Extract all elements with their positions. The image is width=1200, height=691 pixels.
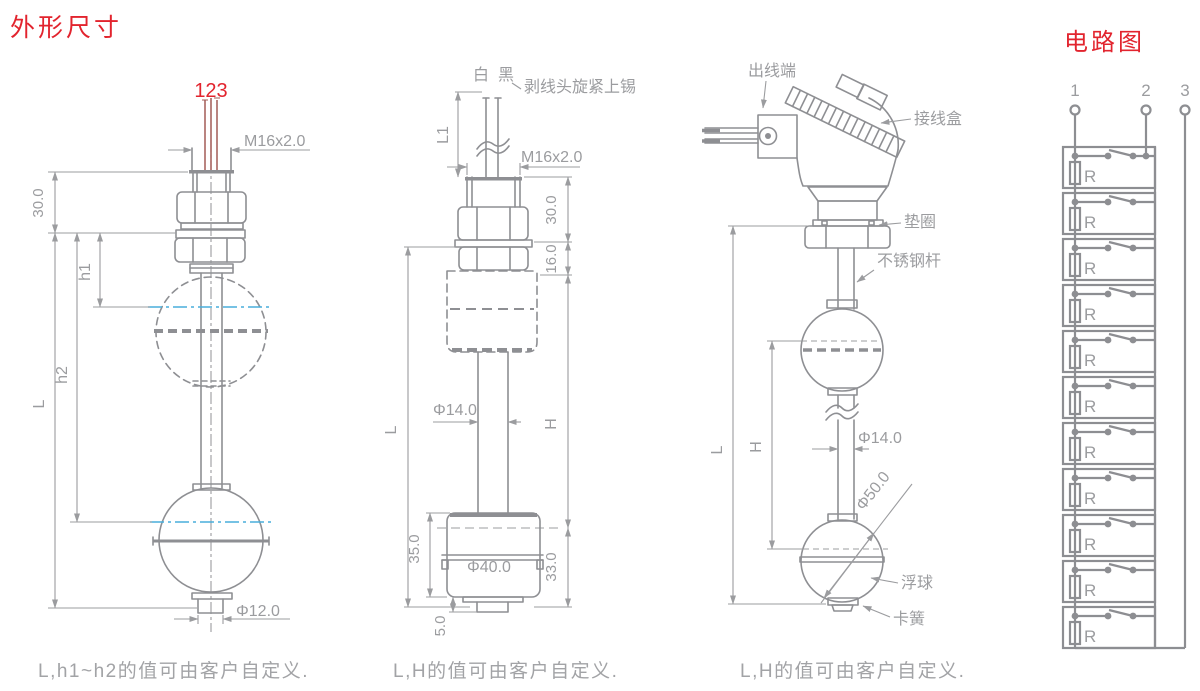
- dim-33-label: 33.0: [543, 552, 560, 581]
- float-ball-upper: [800, 299, 884, 396]
- terminal-2-node: [1140, 104, 1152, 116]
- thread-size-label: M16x2.0: [521, 149, 582, 166]
- circuit-diagram: 1 2 3: [1061, 81, 1191, 650]
- washer: [812, 219, 884, 227]
- junction-box-head: [784, 73, 906, 221]
- outlet-leader: [760, 80, 767, 109]
- drawing-junction-box-float-switch: 出线端 接线盒: [702, 62, 962, 628]
- float-cylinder-upper-dashed: [446, 270, 538, 353]
- stainless-rod-upper: [837, 247, 855, 310]
- stainless-rod-lower: [837, 394, 855, 520]
- dim-L: L: [383, 246, 470, 608]
- hex-nut-upper: [457, 206, 529, 241]
- terminal-3-node: [1179, 104, 1191, 116]
- dim-thread: M16x2.0: [447, 149, 582, 175]
- hex-nut: [804, 225, 891, 249]
- thread-gland: [465, 176, 522, 208]
- hex-nut-upper: [176, 191, 247, 230]
- float-ball-lower: [152, 483, 270, 593]
- dim-35-label: 35.0: [406, 534, 423, 563]
- terminal-3-label: 3: [1180, 81, 1189, 100]
- dim-tip-diameter: Φ12.0: [174, 603, 290, 624]
- dim-right-stack: 30.0 16.0 H 33.0: [524, 176, 572, 608]
- stem-rod: [477, 351, 509, 514]
- dim-phi40-label: Φ40.0: [467, 559, 511, 576]
- dim-30-label: 30.0: [30, 188, 47, 217]
- wire-black-label: 黑: [498, 67, 514, 84]
- dim-H-label: H: [748, 441, 765, 453]
- dim-left-stack: 30.0 L h2 h1: [30, 171, 197, 609]
- rod-leader: [856, 269, 875, 283]
- dim-phi14-label: Φ14.0: [433, 402, 477, 419]
- clip-leader: [862, 605, 891, 618]
- dim-h2-label: h2: [54, 366, 71, 384]
- caption-drawing3: L,H的值可由客户自定义.: [740, 661, 966, 682]
- wire-note-leader: [511, 82, 522, 90]
- dim-tip: 5.0: [432, 596, 477, 637]
- terminal-1-node: [1069, 104, 1081, 116]
- dim-rod-diameter: Φ14.0: [433, 402, 521, 425]
- dim-L-label: L: [31, 399, 48, 408]
- dim-float-diameter: Φ50.0: [820, 469, 913, 604]
- bottom-stub: [462, 596, 524, 613]
- thread-size-label: M16x2.0: [244, 133, 305, 150]
- circuit-title: 电路图: [1064, 29, 1145, 56]
- lead-wires: [202, 97, 220, 172]
- float-ball-upper-dashed: [154, 276, 268, 388]
- reed-switch-blocks: [1061, 145, 1157, 650]
- rod-break-symbol: [825, 403, 859, 421]
- float-ball-leader: [870, 576, 899, 584]
- terminal-2-label: 2: [1141, 81, 1150, 100]
- dim-16-label: 16.0: [543, 244, 560, 273]
- dim-5-label: 5.0: [432, 616, 449, 637]
- junction-box-leader: [880, 118, 912, 125]
- line2-junction-node: [1142, 152, 1150, 160]
- washer-label: 垫圈: [904, 213, 936, 231]
- drawing-dual-ball-float-switch: 123: [30, 80, 310, 632]
- rod-label: 不锈钢杆: [877, 252, 941, 270]
- outlet-label: 出线端: [748, 62, 796, 80]
- wire-number-label: 123: [194, 80, 227, 102]
- dim-thread: M16x2.0: [168, 133, 310, 153]
- lead-wires: [476, 97, 510, 178]
- bottom-stub: [191, 592, 233, 614]
- dim-float-height: 35.0: [406, 512, 450, 598]
- dim-L1: L1: [435, 91, 482, 178]
- junction-box-label: 接线盒: [914, 110, 962, 128]
- wire-white-label: 白: [473, 66, 489, 84]
- drawing-cylindrical-float-switch: 白 黑 剥线头旋紧上锡 L1 M16x2.0: [383, 66, 636, 636]
- dim-phi50-label: Φ50.0: [853, 469, 893, 514]
- washer-leader: [878, 221, 902, 228]
- retaining-clip: [827, 597, 859, 612]
- dim-phi14-label: Φ14.0: [858, 430, 902, 447]
- hex-nut-lower: [454, 239, 533, 271]
- terminal-1-label: 1: [1070, 81, 1079, 100]
- dim-30-label: 30.0: [543, 195, 560, 224]
- dim-L-label: L: [709, 445, 726, 454]
- caption-drawing2: L,H的值可由客户自定义.: [393, 661, 619, 682]
- cable-connector: [702, 114, 798, 159]
- clip-label: 卡簧: [893, 609, 925, 628]
- dim-H: H: [748, 340, 803, 550]
- dim-H-label: H: [543, 418, 560, 430]
- dim-L: L: [709, 225, 826, 605]
- float-ball-label: 浮球: [901, 574, 933, 592]
- caption-drawing1: L,h1~h2的值可由客户自定义.: [38, 661, 309, 682]
- dim-phi12-label: Φ12.0: [236, 603, 280, 620]
- dim-rod-diameter: Φ14.0: [812, 430, 902, 452]
- dim-L1-label: L1: [435, 126, 452, 144]
- page-title: 外形尺寸: [10, 14, 123, 42]
- dim-h1-label: h1: [77, 263, 94, 281]
- float-cylinder-lower: Φ40.0: [441, 512, 544, 598]
- float-ball-lower: [799, 513, 888, 603]
- hex-nut-lower: [174, 229, 246, 274]
- wire-note-label: 剥线头旋紧上锡: [524, 78, 636, 96]
- dim-L-label: L: [383, 425, 400, 434]
